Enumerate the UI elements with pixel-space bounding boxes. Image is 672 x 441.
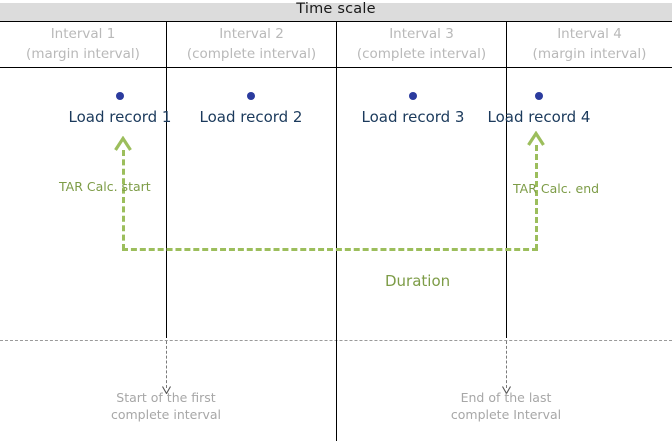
title-band xyxy=(0,3,672,21)
load-record-2: Load record 2 xyxy=(156,92,346,126)
interval-header-3-kind: (complete interval) xyxy=(356,46,487,62)
load-record-4: Load record 4 xyxy=(448,92,630,126)
load-record-4-label: Load record 4 xyxy=(487,108,591,126)
interval-header-4-kind: (margin interval) xyxy=(532,46,647,62)
load-record-2-label: Load record 2 xyxy=(199,108,303,126)
load-record-1: Load record 1 xyxy=(30,92,210,126)
interval-header-1-name: Interval 1 xyxy=(50,26,116,42)
start-callout-line xyxy=(166,341,167,388)
load-record-3: Load record 3 xyxy=(318,92,508,126)
page-title: Time scale xyxy=(296,1,376,17)
interval-header-3: Interval 3 (complete interval) xyxy=(337,24,506,66)
start-callout-arrowhead-icon xyxy=(162,386,171,394)
interval-header-2-kind: (complete interval) xyxy=(186,46,317,62)
end-callout-line xyxy=(506,341,507,388)
end-callout-line1: End of the last xyxy=(460,390,552,405)
load-record-dot-icon xyxy=(409,92,417,100)
interval-header-4-name: Interval 4 xyxy=(557,26,622,42)
interval-header-2: Interval 2 (complete interval) xyxy=(167,24,336,66)
interval-header-3-name: Interval 3 xyxy=(389,26,454,42)
tar-start-label: TAR Calc. start xyxy=(59,179,151,194)
interval-header-2-name: Interval 2 xyxy=(219,26,284,42)
start-callout-line2: complete interval xyxy=(110,407,222,422)
load-record-3-label: Load record 3 xyxy=(361,108,465,126)
tar-start-riser-line xyxy=(122,150,125,250)
load-record-dot-icon xyxy=(535,92,543,100)
tar-end-arrowhead-icon xyxy=(527,131,545,146)
load-record-dot-icon xyxy=(116,92,124,100)
tar-end-label: TAR Calc. end xyxy=(513,181,600,196)
interval-divider-1 xyxy=(166,21,167,338)
end-callout-line2: complete Interval xyxy=(450,407,562,422)
load-record-1-label: Load record 1 xyxy=(68,108,172,126)
interval-header-4: Interval 4 (margin interval) xyxy=(507,24,672,66)
interval-header-1-kind: (margin interval) xyxy=(26,46,140,62)
interval-header-1: Interval 1 (margin interval) xyxy=(0,24,166,66)
duration-label: Duration xyxy=(385,272,451,290)
interval-divider-2 xyxy=(336,21,337,441)
tar-start-arrowhead-icon xyxy=(114,136,132,151)
duration-span-line xyxy=(122,248,538,251)
end-callout-arrowhead-icon xyxy=(502,386,511,394)
end-callout-caption: End of the last complete Interval xyxy=(426,389,586,423)
load-record-dot-icon xyxy=(247,92,255,100)
tar-end-riser-line xyxy=(535,145,538,250)
start-callout-caption: Start of the first complete interval xyxy=(86,389,246,423)
start-callout-line1: Start of the first xyxy=(116,390,216,405)
interval-divider-3 xyxy=(506,21,507,338)
